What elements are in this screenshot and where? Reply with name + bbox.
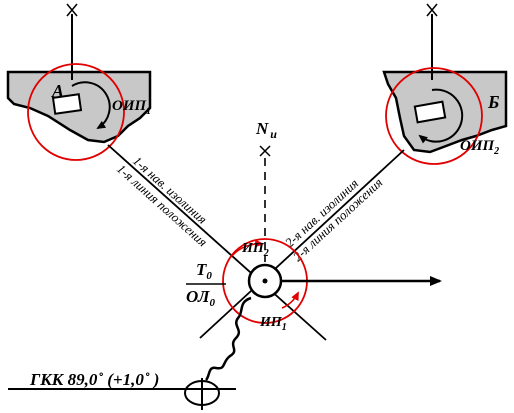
ip2-label: ИП2 xyxy=(241,241,269,259)
north-cross-b xyxy=(426,3,438,17)
red-arrow-ip1 xyxy=(281,291,299,309)
t0-label: T0 xyxy=(196,260,212,282)
bearing-arc-b xyxy=(418,88,464,144)
beacon-b xyxy=(413,100,447,124)
observed-position: ИП2 ИП1 T0 ОЛ0 xyxy=(186,238,442,333)
gyro-cable xyxy=(204,296,252,381)
red-arrow-ip2 xyxy=(231,239,264,257)
red-circle-a xyxy=(27,63,125,161)
landmass-b: Б ОИП2 xyxy=(382,3,508,165)
landmass-a: А ОИП1 xyxy=(6,3,152,161)
ol0-label: ОЛ0 xyxy=(186,287,216,309)
gyrocompass: ГКК 89,0˚ (+1,0˚ ) xyxy=(8,296,252,410)
line-of-position-2 xyxy=(199,149,405,339)
fix-dot xyxy=(262,278,268,284)
gkk-label: ГКК 89,0˚ (+1,0˚ ) xyxy=(29,370,159,389)
line-of-position-1 xyxy=(107,144,327,341)
oip2-label: ОИП2 xyxy=(460,138,499,157)
point-b-label: Б xyxy=(487,92,499,112)
north-cross-center xyxy=(259,145,271,157)
north-cross-a xyxy=(66,3,78,17)
ip1-label: ИП1 xyxy=(259,315,287,333)
bearing-arc-a xyxy=(71,81,111,130)
point-a-label: А xyxy=(51,81,64,101)
oip1-label: ОИП1 xyxy=(112,98,151,117)
beacon-a xyxy=(51,93,83,115)
red-circle-b xyxy=(385,67,483,165)
